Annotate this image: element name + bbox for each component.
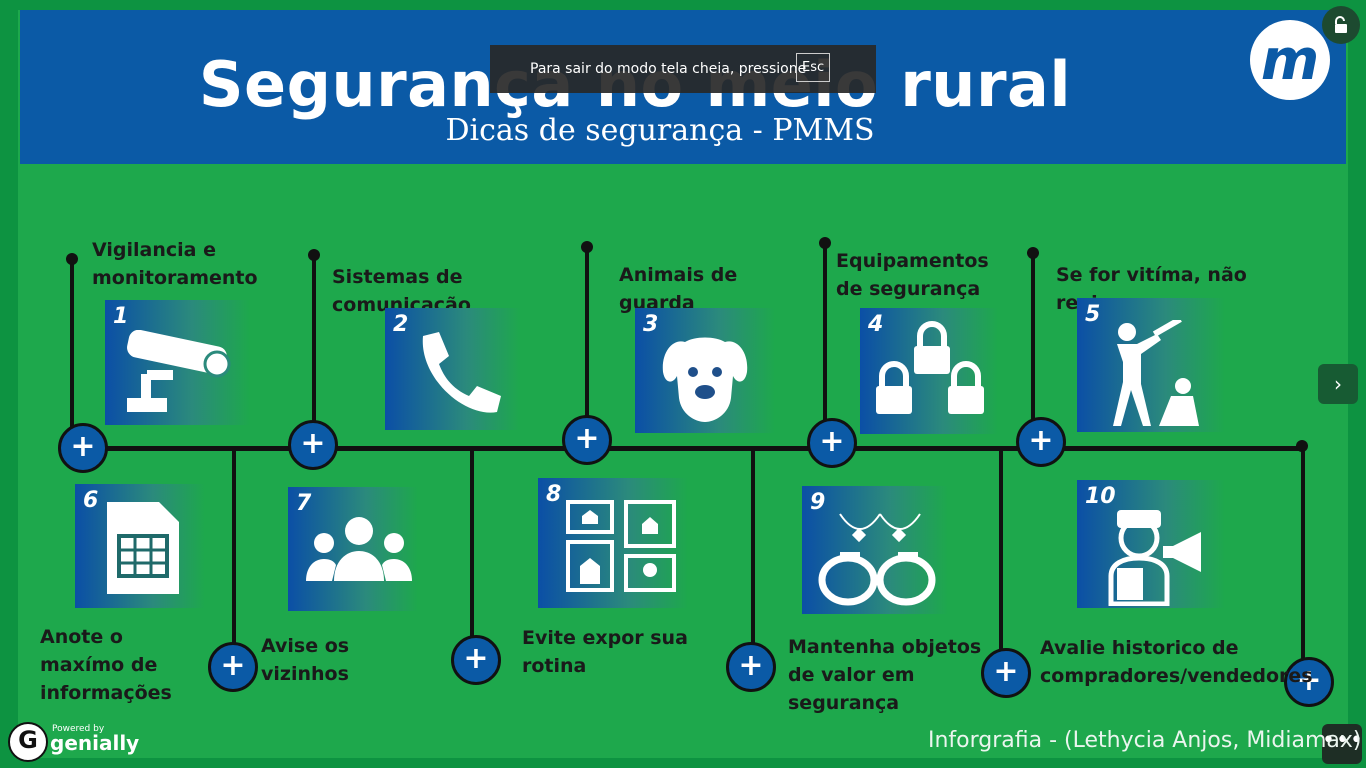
connector-dot bbox=[66, 253, 78, 265]
tip-4-number: 4 bbox=[868, 312, 884, 337]
tip-7-label: Avise os vizinhos bbox=[261, 635, 350, 685]
people-icon bbox=[306, 517, 412, 581]
toast-message: Para sair do modo tela cheia, pressione bbox=[530, 61, 807, 77]
genially-mark: G bbox=[18, 726, 38, 754]
tip-2-number: 2 bbox=[393, 312, 409, 337]
tip-7-tile: 7 bbox=[288, 487, 418, 611]
jewelry-icon bbox=[818, 513, 936, 606]
timeline-end-dot bbox=[1296, 440, 1308, 452]
connector bbox=[470, 448, 474, 658]
map-icon bbox=[566, 500, 676, 592]
tip-8-expand-button[interactable]: + bbox=[726, 642, 776, 692]
tip-8-label: Evite expor sua rotina bbox=[522, 627, 688, 677]
tip-8-tile: 8 bbox=[538, 478, 688, 608]
tip-4-tile: 4 bbox=[860, 308, 998, 434]
fullscreen-exit-toast: Para sair do modo tela cheia, pressione … bbox=[490, 45, 876, 93]
tip-4-expand-button[interactable]: + bbox=[807, 418, 857, 468]
tip-1-number: 1 bbox=[113, 304, 129, 329]
page-subtitle: Dicas de segurança - PMMS bbox=[445, 113, 875, 148]
powered-by-text: Powered by bbox=[52, 724, 105, 734]
tip-8-number: 8 bbox=[546, 482, 562, 507]
tip-7-number: 7 bbox=[296, 491, 312, 516]
tip-5-number: 5 bbox=[1085, 302, 1101, 327]
vendor-icon bbox=[1108, 510, 1201, 606]
tip-1-label: Vigilancia e monitoramento bbox=[92, 239, 258, 289]
tip-3-tile: 3 bbox=[635, 308, 775, 433]
tip-5-expand-button[interactable]: + bbox=[1016, 417, 1066, 467]
tip-1-expand-button[interactable]: + bbox=[58, 423, 108, 473]
padlocks-icon bbox=[876, 321, 984, 414]
tip-10-expand-button[interactable]: + bbox=[1284, 657, 1334, 707]
tip-7-expand-button[interactable]: + bbox=[451, 635, 501, 685]
connector-dot bbox=[581, 241, 593, 253]
tip-10-label: Avalie historico de compradores/vendedor… bbox=[1040, 637, 1313, 687]
phone-icon bbox=[422, 332, 501, 413]
connector-dot bbox=[308, 249, 320, 261]
genially-badge[interactable]: G Powered by genially bbox=[8, 722, 139, 762]
more-options-button[interactable]: ••• bbox=[1322, 724, 1364, 764]
tip-5-tile: 5 bbox=[1077, 298, 1225, 432]
midiamax-logo: m bbox=[1250, 20, 1330, 100]
connector-dot bbox=[819, 237, 831, 249]
connector bbox=[1301, 448, 1305, 678]
tip-6-expand-button[interactable]: + bbox=[208, 642, 258, 692]
credit-text: Inforgrafia - (Lethycia Anjos, Midiamax) bbox=[928, 728, 1362, 753]
tip-3-expand-button[interactable]: + bbox=[562, 415, 612, 465]
connector bbox=[312, 255, 316, 450]
connector bbox=[751, 448, 755, 664]
timeline-axis bbox=[80, 446, 1304, 451]
tip-10-tile: 10 bbox=[1077, 480, 1225, 608]
connector-dot bbox=[1027, 247, 1039, 259]
document-icon bbox=[107, 502, 179, 594]
lock-open-icon bbox=[1335, 16, 1347, 33]
dog-icon bbox=[662, 337, 748, 422]
tip-9-tile: 9 bbox=[802, 486, 948, 614]
connector bbox=[999, 448, 1003, 668]
next-slide-button[interactable]: › bbox=[1318, 364, 1358, 404]
connector bbox=[823, 244, 827, 448]
chevron-right-icon: › bbox=[1334, 372, 1342, 396]
tip-9-label: Mantenha objetos de valor em segurança bbox=[788, 636, 982, 714]
robbery-icon bbox=[1113, 320, 1199, 426]
security-camera-icon bbox=[127, 330, 231, 412]
connector bbox=[1031, 254, 1035, 449]
esc-key-hint: Esc bbox=[796, 53, 831, 82]
tip-6-label: Anote o maxímo de informações bbox=[40, 626, 172, 704]
tip-6-tile: 6 bbox=[75, 484, 205, 608]
tip-9-number: 9 bbox=[810, 490, 826, 515]
lock-open-button[interactable] bbox=[1322, 6, 1360, 44]
genially-name: genially bbox=[50, 731, 140, 755]
tip-9-expand-button[interactable]: + bbox=[981, 648, 1031, 698]
tip-2-tile: 2 bbox=[385, 308, 521, 430]
connector bbox=[70, 260, 74, 450]
tip-2-expand-button[interactable]: + bbox=[288, 420, 338, 470]
connector bbox=[585, 248, 589, 448]
genially-logo-icon: G bbox=[8, 722, 48, 762]
tip-4-label: Equipamentos de segurança bbox=[836, 250, 989, 300]
tip-10-number: 10 bbox=[1085, 484, 1116, 509]
tip-1-tile: 1 bbox=[105, 300, 250, 425]
tip-6-number: 6 bbox=[83, 488, 99, 513]
more-icon: ••• bbox=[1322, 728, 1364, 753]
logo-letter: m bbox=[1260, 28, 1320, 93]
tip-3-number: 3 bbox=[643, 312, 659, 337]
connector bbox=[232, 448, 236, 664]
